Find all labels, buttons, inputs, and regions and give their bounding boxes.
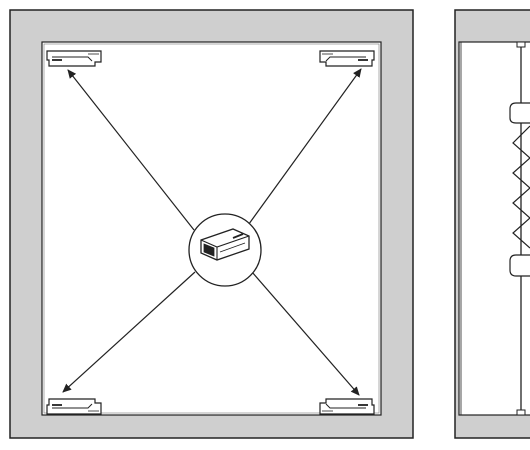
spring-coil-icon (509, 102, 530, 277)
top-anchor (516, 41, 526, 48)
bottom-anchor (516, 409, 526, 416)
mounting-bracket-icon (46, 398, 102, 415)
sensor-device-icon (188, 213, 262, 287)
mounting-bracket-icon (319, 50, 375, 67)
mounting-bracket-icon (319, 398, 375, 415)
front-view-panel (9, 9, 414, 439)
arrow-bottom-right (251, 271, 360, 396)
arrow-bottom-left (62, 271, 196, 393)
side-view-panel (454, 9, 530, 439)
side-opening (458, 41, 530, 416)
arrow-top-right (245, 68, 362, 229)
opening-inner-edge (43, 43, 380, 414)
arrow-top-left (67, 69, 195, 231)
mounting-bracket-icon (46, 50, 102, 67)
